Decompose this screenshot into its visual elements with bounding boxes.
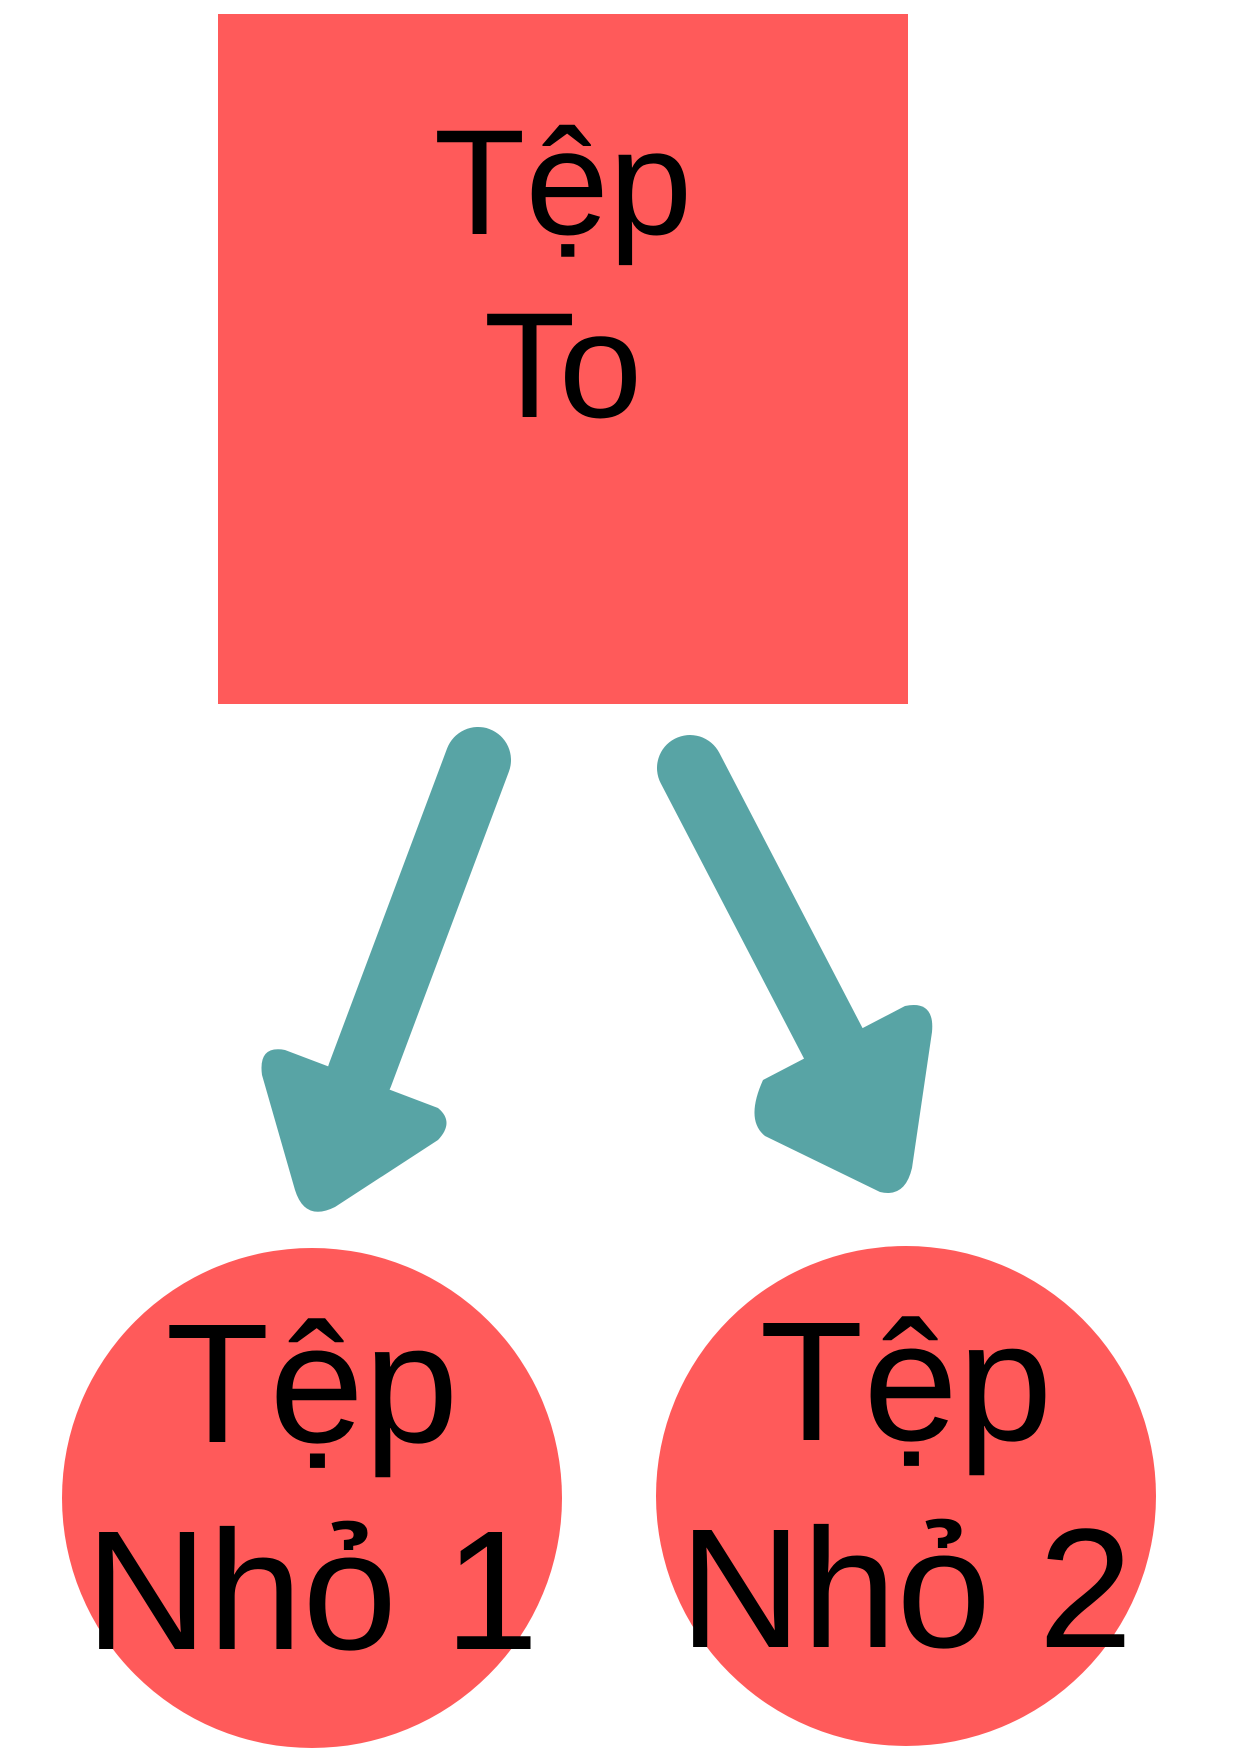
child-file-2-label-line1: Tệp [759, 1286, 1053, 1477]
child-file-1-label-line2: Nhỏ 1 [85, 1496, 539, 1686]
child-file-2-label-line2: Nhỏ 2 [679, 1494, 1133, 1684]
child-file-2-node: Tệp Nhỏ 2 [656, 1246, 1156, 1746]
child-file-1-node: Tệp Nhỏ 1 [62, 1248, 562, 1748]
child-file-1-label-line1: Tệp [165, 1288, 459, 1479]
parent-file-label-line1: Tệp [433, 98, 693, 266]
parent-file-label-line2: To [483, 281, 643, 449]
parent-file-node: Tệp To [218, 14, 908, 704]
arrow-down-left-icon [261, 727, 511, 1212]
arrow-down-right-icon [657, 735, 933, 1193]
